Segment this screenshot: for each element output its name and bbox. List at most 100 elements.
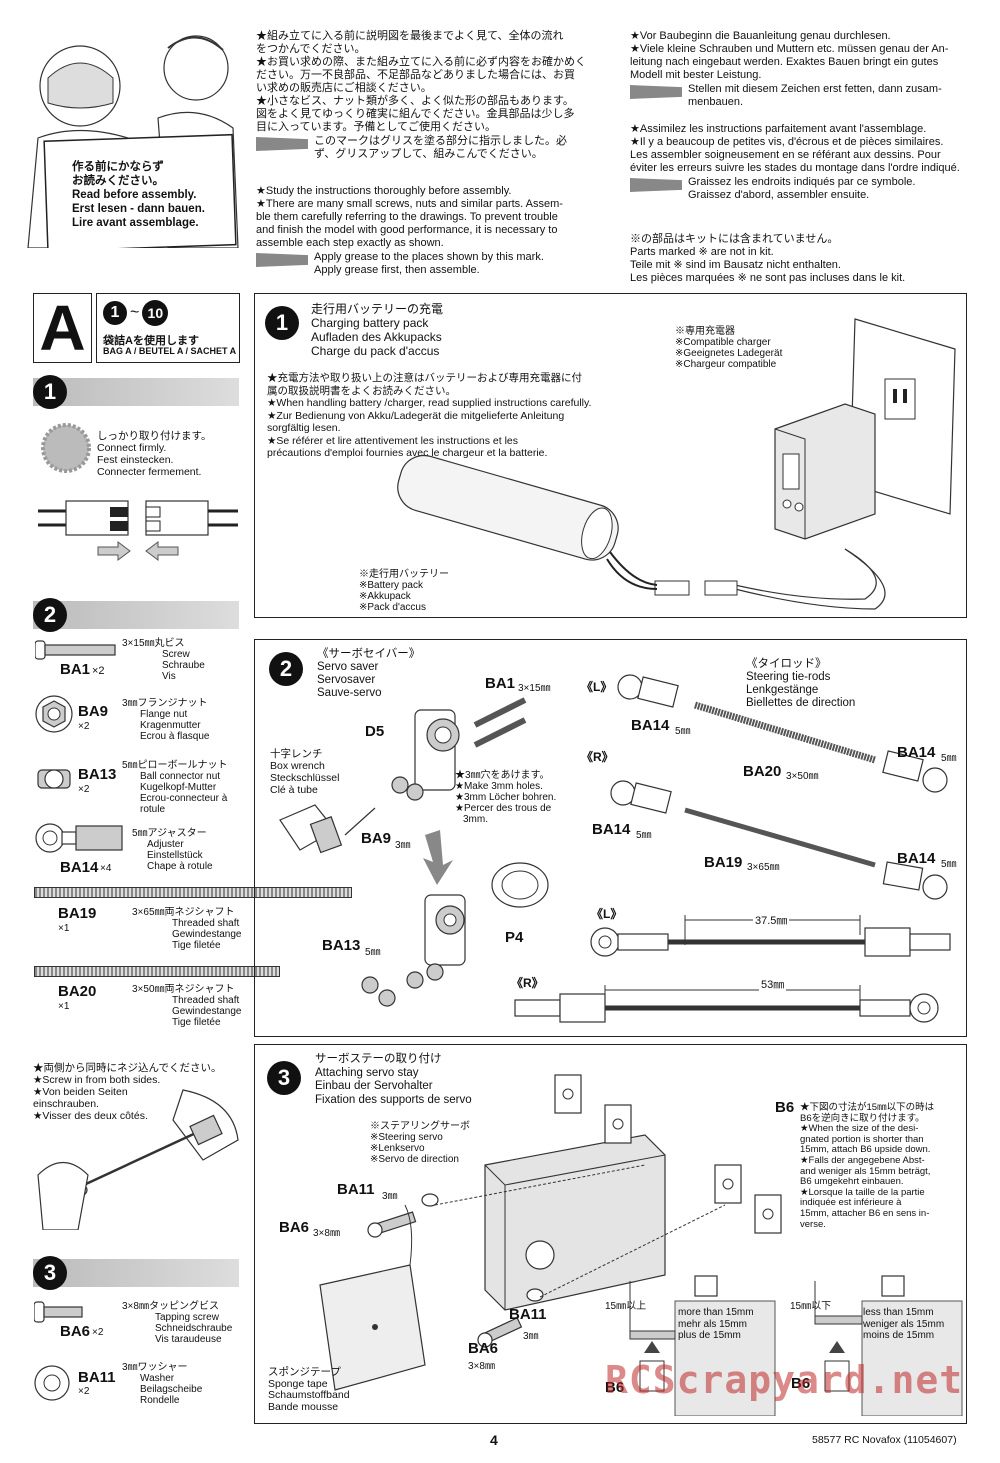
text-line: précautions d'emploi fournies avec le ch… [267,447,548,459]
title-line: Lenkgestänge [746,684,819,696]
text-line: Connecter fermement. [97,466,202,478]
text-line: and weniger als 15mm beträgt, [800,1165,931,1177]
callout-ba14-size: 5㎜ [675,726,691,737]
connect-note: しっかり取り付けます。 Connect firmly. Fest einstec… [97,430,211,478]
text-line: Threaded shaft [172,995,240,1006]
intro-german: ★Vor Baubeginn die Bauanleitung genau du… [630,30,970,109]
battery-label: ※走行用バッテリー ※Battery pack ※Akkupack ※Pack … [359,569,449,613]
text-line: ※の部品はキットには含まれていません。 [630,233,839,245]
part-desc: 5㎜ピローボールナット Ball connector nut Kugelkopf… [122,760,228,815]
text-line: mehr als 15mm [678,1318,747,1330]
text-line: ※Lenkservo [370,1143,425,1154]
sign-line: 作る前にかならず [72,161,164,173]
length-right: 53㎜ [759,976,787,992]
callout-ba11-size: 3㎜ [382,1191,398,1202]
callout-p4: P4 [505,929,524,946]
grease-icon [256,137,308,151]
step-1-panel-number: 1 [265,306,299,340]
text-line: ※Pack d'accus [359,602,426,613]
text-line: Steckschlüssel [270,772,340,784]
box-wrench-label: 十字レンチ Box wrench Steckschlüssel Clé à tu… [270,748,339,796]
step-range-start-icon: 1 [103,301,127,325]
text-line: and finish the model with good performan… [256,224,558,236]
text-line: ださい。万一不良部品、不足部品などありました場合には、お買 [256,69,575,81]
part-desc: 3×50㎜両ネジシャフト Threaded shaft Gewindestang… [132,984,242,1028]
title-line: Attaching servo stay [315,1066,419,1079]
text-line: assemble each step exactly as shown. [256,237,444,249]
servo-saver-illustration [279,697,549,1007]
intro-french: ★Assimilez les instructions parfaitement… [630,123,975,202]
text-line: 15mm, attacher B6 en sens in- [800,1207,930,1219]
text-line: Washer [140,1373,175,1384]
footer-reference: 58577 RC Novafox (11054607) [812,1434,957,1446]
text-line: plus de 15mm [678,1330,741,1341]
part-id: BA20 [58,983,97,1000]
callout-ba13: BA13 [322,937,361,954]
part-id: BA14 [60,859,99,876]
tapping-screw-icon [34,1301,83,1323]
text-line: sorgfältig lesen. [267,422,341,434]
part-id: BA11 [78,1369,116,1386]
text-line: 図をよく見てゆっくり確実に組んでください。金具部品は少し多 [256,108,575,120]
text-line: Chape à rotule [147,861,213,872]
text-line: B6 umgekehrt einbauen. [800,1176,904,1188]
callout-ba20-size: 3×50㎜ [786,771,819,782]
text-line: Schneidschraube [155,1323,233,1334]
text-line: Box wrench [270,760,325,772]
step-2-number: 2 [33,598,67,632]
step-1-title: 走行用バッテリーの充電 Charging battery pack Auflad… [311,302,443,358]
text-line: Tige filetée [172,940,221,951]
text-line: ★下図の寸法が15㎜以下の時は [800,1102,935,1113]
intro-japanese: ★組み立てに入る前に説明図を最後までよく見て、全体の流れ をつかんでください。 … [256,30,596,161]
label-right: 《R》 [511,976,544,990]
charger-battery-illustration [397,318,956,610]
label-left: 《L》 [581,680,613,694]
text-line: Threaded shaft [172,918,240,929]
text-line: 目に入っています。予備としてご使用ください。 [256,121,497,133]
text-line: gnated portion is shorter than [800,1133,924,1145]
charger-label: ※専用充電器 ※Compatible charger ※Geeignetes L… [675,326,782,370]
sign-line: Erst lesen - dann bauen. [72,203,205,215]
step-3-panel: 3 サーボステーの取り付け Attaching servo stay Einba… [254,1044,967,1424]
callout-ba11: BA11 [337,1181,375,1198]
mascot-illustration [18,8,243,252]
part-qty: ×2 [92,665,105,677]
step-3-panel-number: 3 [267,1061,301,1095]
part-qty: ×4 [100,863,112,874]
text-line: ★Make 3mm holes. [455,781,543,792]
title-line: Servo saver [317,661,379,673]
callout-ba14: BA14 [592,821,631,838]
text-line: ★Zur Bedienung von Akku/Ladegerät die mi… [267,409,565,422]
step-3-bar: 3 [33,1256,239,1290]
text-line: ※Akkupack [359,591,411,602]
text-line: をつかんでください。 [256,43,366,55]
text-line: Kugelkopf-Mutter [140,782,217,793]
read-first-sign: 作る前にかならず お読みください。 Read before assembly. … [72,160,242,230]
title-line: 《タイロッド》 [746,658,827,670]
text-line: しっかり取り付けます。 [97,430,212,442]
text-line: leitung nach eingebaut werden. Exaktes B… [630,56,939,68]
page-number: 4 [490,1432,498,1448]
length-gauge-illustration [514,915,951,1023]
text-line: ず、グリスアップして、組みこんでください。 [314,148,543,160]
text-line: 3㎜ワッシャー [122,1362,188,1373]
title-line: Sauve-servo [317,687,382,699]
less-than-15-text: less than 15mm weniger als 15mm moins de… [863,1307,944,1342]
text-line: ★Vor Baubeginn die Bauanleitung genau du… [630,30,891,42]
label-left: 《L》 [591,907,623,921]
screwdriver-hand-illustration [37,1089,239,1230]
step-range-end-icon: 10 [142,300,169,326]
text-line: éviter les erreurs suivre les stades du … [630,162,960,174]
text-line: ★When handling battery /charger, read su… [267,397,592,409]
text-line: ★お買い求めの際、また組み立てに入る前に必ず内容をお確かめく [256,56,586,68]
connect-star-icon [41,423,91,473]
step-3-title: サーボステーの取り付け Attaching servo stay Einbau … [315,1053,472,1107]
label-right: 《R》 [581,750,614,764]
text-line: 15mm, attach B6 upside down. [800,1144,931,1156]
text-line: moins de 15mm [863,1330,935,1341]
text-line: ※Battery pack [359,580,423,591]
sign-line: お読みください。 [72,175,164,187]
part-desc: 3㎜ワッシャー Washer Beilagscheibe Rondelle [122,1362,202,1406]
text-line: ★3mm Löcher bohren. [455,792,557,803]
title-line: 《サーボセイバー》 [317,648,421,660]
